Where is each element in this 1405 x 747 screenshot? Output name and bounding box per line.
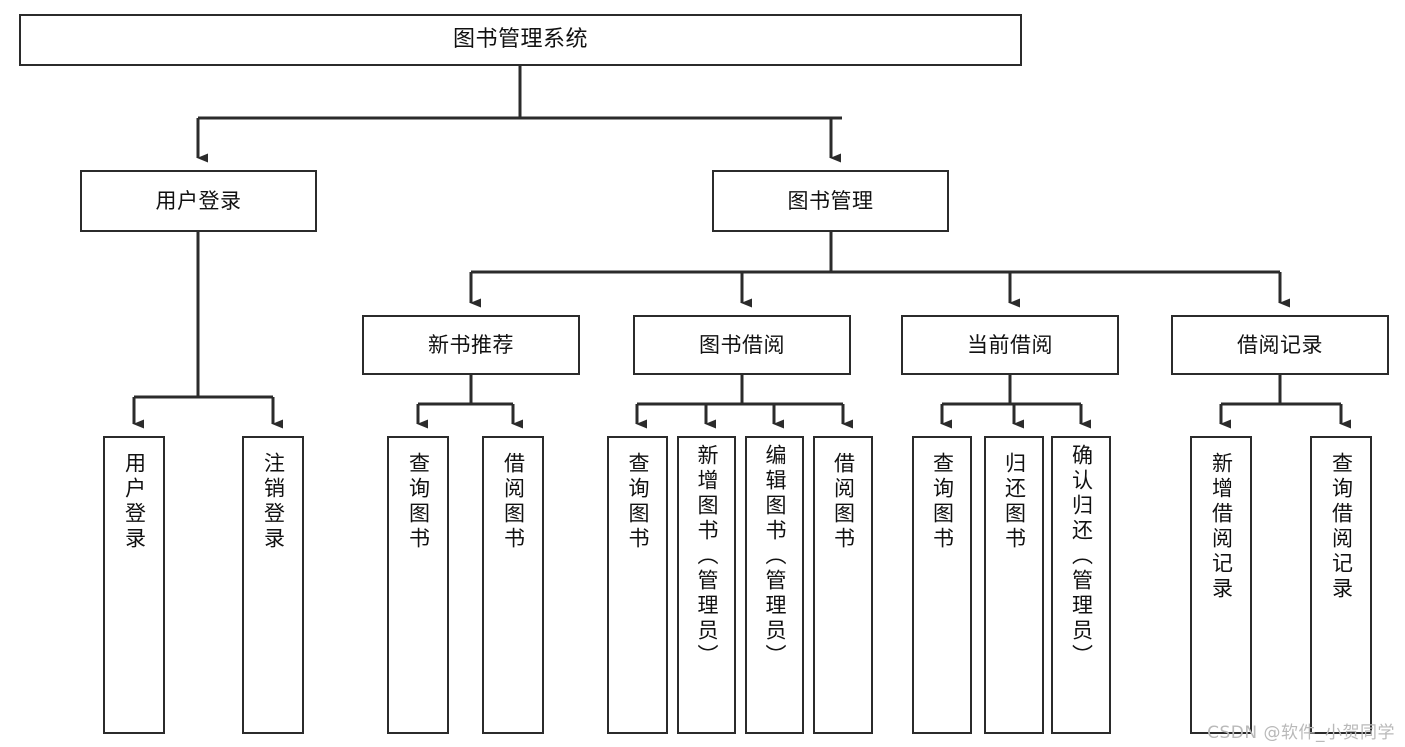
- node-leaf-borrow-book-2[interactable]: 借阅图书: [813, 436, 873, 734]
- node-leaf-add-book-label: 新增图书（管理员）: [695, 444, 719, 669]
- node-borrow-record[interactable]: 借阅记录: [1171, 315, 1389, 375]
- node-book-borrow-label: 图书借阅: [699, 332, 785, 357]
- node-leaf-edit-book-label: 编辑图书（管理员）: [763, 444, 787, 669]
- node-book-manage[interactable]: 图书管理: [712, 170, 949, 232]
- node-book-borrow[interactable]: 图书借阅: [633, 315, 851, 375]
- node-current-borrow-label: 当前借阅: [967, 332, 1053, 357]
- node-leaf-edit-book[interactable]: 编辑图书（管理员）: [745, 436, 804, 734]
- node-leaf-user-login-label: 用户登录: [122, 452, 147, 552]
- node-leaf-borrow-book-1[interactable]: 借阅图书: [482, 436, 544, 734]
- node-leaf-query-book-2-label: 查询图书: [626, 452, 650, 552]
- node-leaf-return-book-label: 归还图书: [1002, 452, 1027, 552]
- node-leaf-query-book-3[interactable]: 查询图书: [912, 436, 972, 734]
- watermark: CSDN @软件_小贺同学: [1207, 723, 1395, 743]
- node-leaf-add-record[interactable]: 新增借阅记录: [1190, 436, 1252, 734]
- node-leaf-borrow-book-2-label: 借阅图书: [831, 452, 856, 552]
- node-leaf-add-record-label: 新增借阅记录: [1209, 452, 1234, 602]
- node-leaf-query-book-2[interactable]: 查询图书: [607, 436, 668, 734]
- node-leaf-add-book[interactable]: 新增图书（管理员）: [677, 436, 736, 734]
- node-leaf-user-logout[interactable]: 注销登录: [242, 436, 304, 734]
- node-root[interactable]: 图书管理系统: [19, 14, 1022, 66]
- node-new-book-rec-label: 新书推荐: [428, 332, 514, 357]
- node-leaf-query-book-1-label: 查询图书: [406, 452, 431, 552]
- node-leaf-return-book[interactable]: 归还图书: [984, 436, 1044, 734]
- node-leaf-query-book-1[interactable]: 查询图书: [387, 436, 449, 734]
- node-leaf-confirm-return-label: 确认归还（管理员）: [1069, 444, 1094, 669]
- node-book-manage-label: 图书管理: [787, 188, 874, 213]
- node-leaf-user-logout-label: 注销登录: [261, 452, 286, 552]
- node-leaf-query-book-3-label: 查询图书: [930, 452, 955, 552]
- node-user-login-label: 用户登录: [155, 188, 242, 213]
- node-leaf-query-record[interactable]: 查询借阅记录: [1310, 436, 1372, 734]
- node-leaf-user-login[interactable]: 用户登录: [103, 436, 165, 734]
- node-borrow-record-label: 借阅记录: [1237, 332, 1323, 357]
- node-root-label: 图书管理系统: [452, 27, 588, 53]
- node-leaf-borrow-book-1-label: 借阅图书: [501, 452, 526, 552]
- node-leaf-confirm-return[interactable]: 确认归还（管理员）: [1051, 436, 1111, 734]
- node-user-login[interactable]: 用户登录: [80, 170, 317, 232]
- node-leaf-query-record-label: 查询借阅记录: [1329, 452, 1354, 602]
- node-current-borrow[interactable]: 当前借阅: [901, 315, 1119, 375]
- node-new-book-rec[interactable]: 新书推荐: [362, 315, 580, 375]
